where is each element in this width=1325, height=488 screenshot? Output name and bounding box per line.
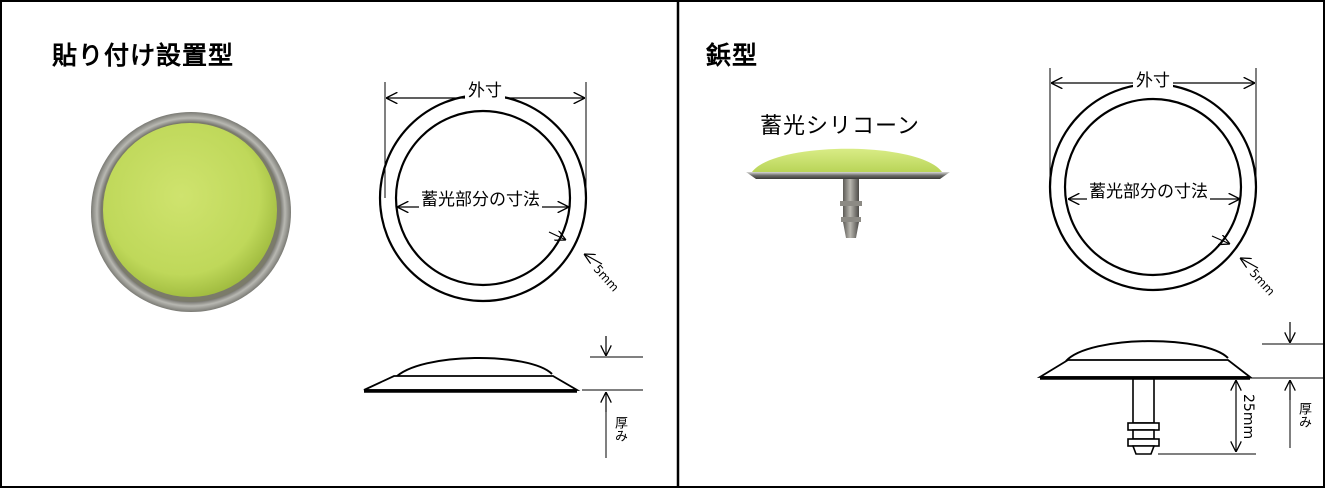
adhesive-side-view bbox=[363, 336, 643, 458]
right-thickness-label: 厚み bbox=[1296, 402, 1311, 428]
right-outer-dimension-label: 外寸 bbox=[1133, 66, 1173, 91]
right-inner-dimension-label: 蓄光部分の寸法 bbox=[1087, 177, 1210, 202]
right-panel-title: 鋲型 bbox=[706, 41, 759, 70]
adhesive-marker-photo bbox=[91, 112, 291, 312]
pin-length-label: 25mm bbox=[1240, 394, 1256, 440]
left-outer-dimension-label: 外寸 bbox=[465, 76, 505, 101]
left-thickness-label: 厚み bbox=[612, 416, 627, 442]
product-caption: 蓄光シリコーン bbox=[760, 114, 920, 139]
stud-side-view bbox=[1036, 322, 1325, 455]
stud-marker-photo bbox=[746, 148, 950, 238]
left-inner-dimension-label: 蓄光部分の寸法 bbox=[419, 185, 542, 210]
left-panel-title: 貼り付け設置型 bbox=[52, 41, 235, 70]
